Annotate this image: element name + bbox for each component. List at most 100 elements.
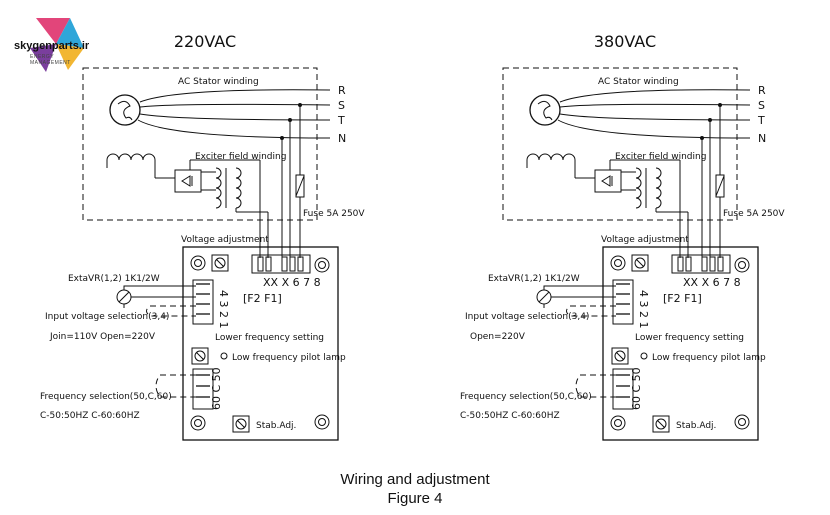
voltage-adj-pot-slot — [636, 259, 644, 267]
input-voltage-link — [566, 305, 616, 317]
mount-top-left-inner — [614, 259, 622, 267]
frequency-selection-label: Frequency selection(50,C,60) — [460, 392, 592, 402]
input-voltage-label: Input voltage selection(3,4) — [465, 312, 589, 322]
lower-freq-pot-box — [611, 347, 629, 365]
mount-bottom-right-outer — [734, 414, 750, 430]
mount-top-left-inner — [194, 259, 202, 267]
stator-sine — [117, 100, 133, 121]
stator-symbol — [529, 94, 561, 126]
voltage-adj-pot-box — [211, 254, 229, 272]
exciter-label: Exciter field winding — [195, 152, 286, 162]
phase-wire-t — [139, 113, 331, 121]
phase-label-t: T — [757, 114, 765, 127]
terminal-pin-2 — [701, 256, 708, 272]
stab-adj-pot-knob — [655, 418, 667, 430]
voltage-adjustment-label: Voltage adjustment — [181, 235, 269, 245]
phase-wire-n — [137, 119, 331, 139]
generator-enclosure — [82, 67, 318, 221]
low-frequency-lamp-label: Low frequency pilot lamp — [232, 353, 346, 363]
phase-label-s: S — [338, 99, 345, 112]
terminal-pin-4 — [297, 256, 304, 272]
terminal-labels-top: XX X 6 7 8 — [263, 276, 321, 289]
phase-wire-s — [559, 103, 751, 108]
extvr-arrow — [118, 291, 130, 303]
fuse-label: Fuse 5A 250V — [723, 209, 785, 219]
fuse-mark — [715, 175, 725, 197]
logo-shape-blue — [56, 18, 84, 48]
terminal-labels-freq: 60 C 50 — [630, 367, 643, 410]
mount-bottom-left-inner — [194, 419, 202, 427]
terminal-pin-3 — [709, 256, 716, 272]
voltage-heading: 220VAC — [174, 32, 236, 51]
logo: skygenparts.ir ENERGY MANAGEMENT — [8, 14, 92, 74]
stab-adj-pot-box — [652, 415, 670, 433]
rectifier-box — [594, 169, 622, 193]
lower-freq-pot-knob — [194, 350, 206, 362]
voltage-adj-pot-knob — [214, 257, 226, 269]
exciter-label: Exciter field winding — [615, 152, 706, 162]
phase-wire-s — [139, 103, 331, 108]
lower-freq-pot-knob — [614, 350, 626, 362]
stator-sine — [537, 100, 553, 121]
logo-graphic — [30, 18, 84, 72]
terminal-labels-top: XX X 6 7 8 — [683, 276, 741, 289]
input-voltage-label: Input voltage selection(3,4) — [45, 312, 169, 322]
stab-adj-label: Stab.Adj. — [676, 421, 716, 431]
stab-adj-pot-knob — [235, 418, 247, 430]
avr-board — [602, 246, 759, 441]
lower-freq-pot-slot — [616, 352, 624, 360]
voltage-adj-pot-slot — [216, 259, 224, 267]
stab-adj-pot-box — [232, 415, 250, 433]
rectifier-box — [174, 169, 202, 193]
field-coil-right — [655, 167, 662, 209]
exciter-coil — [106, 153, 156, 161]
voltage-heading: 380VAC — [594, 32, 656, 51]
terminal-labels-4321: 4 3 2 1 — [217, 290, 230, 328]
terminal-block-top — [251, 254, 311, 274]
lower-freq-pot-slot — [196, 352, 204, 360]
mount-top-right-inner — [738, 261, 746, 269]
stab-adj-pot-slot — [237, 420, 245, 428]
mount-top-left-outer — [190, 255, 206, 271]
mount-bottom-left-outer — [610, 415, 626, 431]
generator-enclosure — [502, 67, 738, 221]
logo-shape-yellow — [56, 44, 84, 70]
stab-adj-label: Stab.Adj. — [256, 421, 296, 431]
input-voltage-link — [146, 305, 196, 317]
terminal-block-4321 — [192, 279, 214, 325]
fuse-label: Fuse 5A 250V — [303, 209, 365, 219]
extvr-label: ExtaVR(1,2) 1K1/2W — [488, 274, 580, 284]
frequency-values-label: C-50:50HZ C-60:60HZ — [40, 411, 140, 421]
terminal-pin-0 — [677, 256, 684, 272]
logo-shape-purple — [30, 44, 56, 72]
stab-adj-pot-slot — [657, 420, 665, 428]
terminal-labels-4321: 4 3 2 1 — [637, 290, 650, 328]
pilot-lamp — [640, 352, 648, 360]
lower-freq-pot-box — [191, 347, 209, 365]
mount-top-right-outer — [314, 257, 330, 273]
diode-symbol — [181, 175, 191, 187]
mount-top-right-outer — [734, 257, 750, 273]
logo-text: skygenparts.ir — [14, 40, 90, 52]
phase-label-s: S — [758, 99, 765, 112]
diode-symbol — [601, 175, 611, 187]
mount-top-left-outer — [610, 255, 626, 271]
stator-label: AC Stator winding — [598, 77, 679, 87]
extvr-label: ExtaVR(1,2) 1K1/2W — [68, 274, 160, 284]
input-voltage-join: Join=110V Open=220V — [49, 332, 156, 342]
terminal-pin-1 — [685, 256, 692, 272]
logo-shape-pink — [36, 18, 70, 44]
phase-label-n: N — [338, 132, 346, 145]
avr-board — [182, 246, 339, 441]
voltage-adj-pot-box — [631, 254, 649, 272]
frequency-values-label: C-50:50HZ C-60:60HZ — [460, 411, 560, 421]
lower-frequency-label: Lower frequency setting — [635, 333, 744, 343]
terminal-pin-1 — [265, 256, 272, 272]
input-voltage-join: Open=220V — [470, 332, 526, 342]
phase-label-r: R — [338, 84, 346, 97]
phase-label-r: R — [758, 84, 766, 97]
